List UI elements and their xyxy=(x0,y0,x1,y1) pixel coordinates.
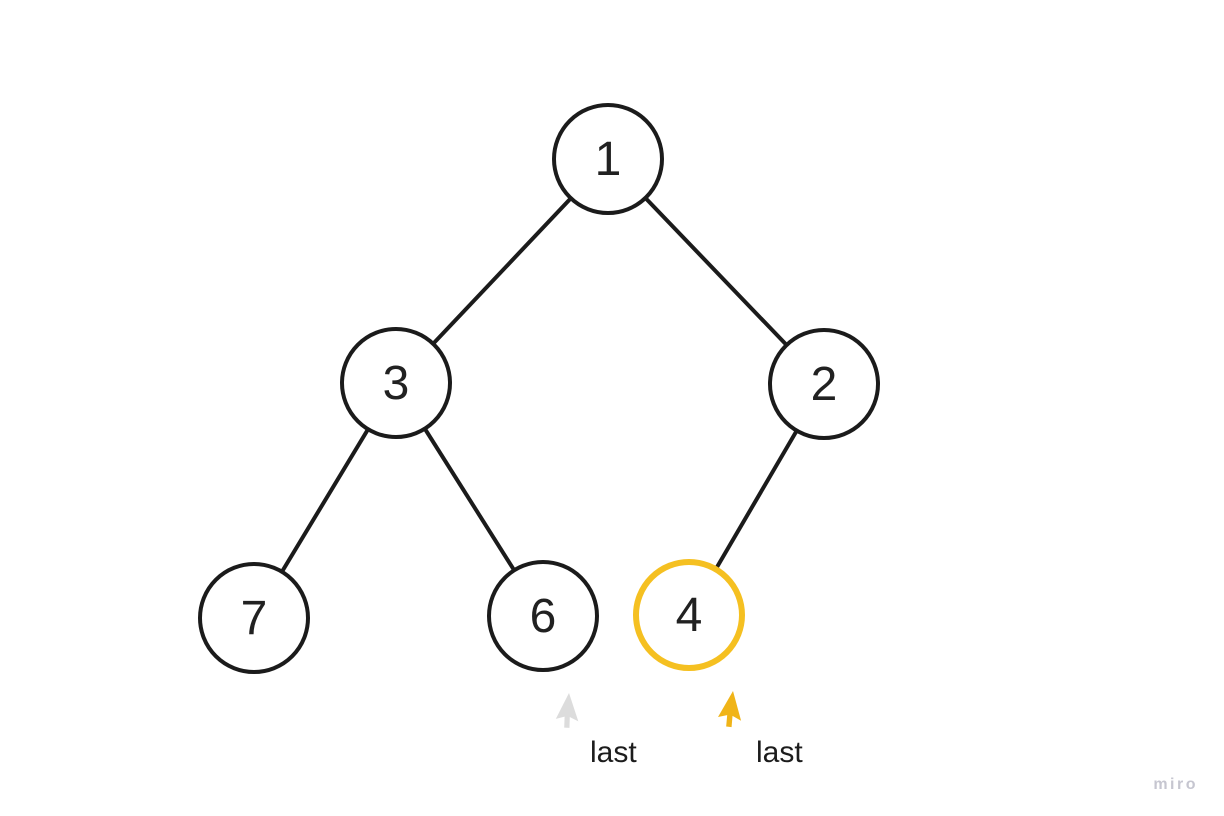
tree-node-3[interactable]: 3 xyxy=(340,327,452,439)
miro-watermark: miro xyxy=(1153,776,1198,793)
tree-node-3-value: 3 xyxy=(382,356,410,410)
last-pointer-label-node-6[interactable]: last xyxy=(590,736,637,769)
tree-node-6-value: 6 xyxy=(529,589,557,643)
tree-node-1-value: 1 xyxy=(594,132,622,186)
tree-node-4-value: 4 xyxy=(675,588,703,642)
tree-node-1[interactable]: 1 xyxy=(552,103,664,215)
tree-node-2[interactable]: 2 xyxy=(768,328,880,440)
tree-node-7-value: 7 xyxy=(240,591,268,645)
tree-node-7[interactable]: 7 xyxy=(198,562,310,674)
tree-node-2-value: 2 xyxy=(810,357,838,411)
tree-node-4-highlighted[interactable]: 4 xyxy=(633,559,745,671)
tree-node-6[interactable]: 6 xyxy=(487,560,599,672)
last-pointer-label-node-4[interactable]: last xyxy=(756,736,803,769)
